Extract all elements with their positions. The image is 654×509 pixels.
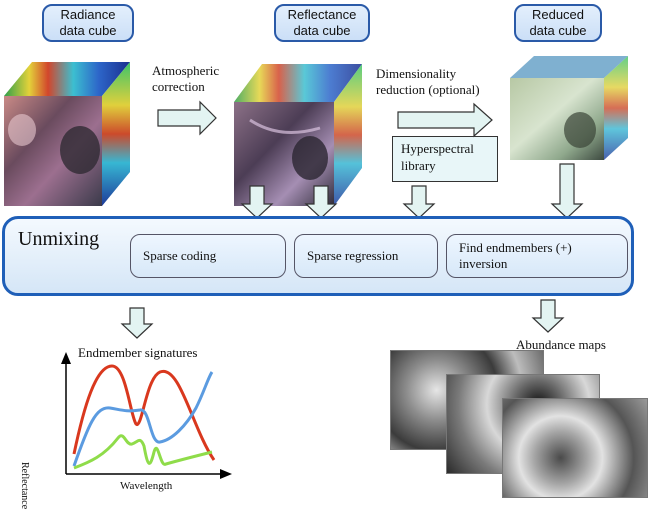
reduced-cube-label: Reduced data cube bbox=[514, 4, 602, 42]
lower-diagram bbox=[61, 299, 565, 479]
reduction-arrow bbox=[397, 102, 493, 138]
down-arrow-2 bbox=[304, 185, 338, 216]
method-find-endmembers: Find endmembers (+) inversion bbox=[446, 234, 628, 278]
reflectance-cube bbox=[234, 64, 362, 206]
abundance-arrow bbox=[531, 299, 565, 333]
method-sparse-regression: Sparse regression bbox=[294, 234, 438, 278]
signatures-ylabel: Reflectance bbox=[19, 462, 30, 509]
reflectance-cube-label: Reflectance data cube bbox=[274, 4, 370, 42]
radiance-cube-label: Radiance data cube bbox=[42, 4, 134, 42]
signatures-arrow bbox=[120, 307, 154, 339]
atmospheric-arrow bbox=[157, 100, 217, 136]
hyperspectral-library-box: Hyperspectral library bbox=[392, 136, 498, 182]
signatures-title: Endmember signatures bbox=[78, 345, 198, 360]
abundance-map-3 bbox=[502, 398, 648, 498]
down-arrow-3 bbox=[402, 185, 436, 216]
method-sparse-coding: Sparse coding bbox=[130, 234, 286, 278]
signature-axes bbox=[61, 352, 232, 479]
signature-green-curve bbox=[73, 434, 213, 470]
reduced-cube bbox=[510, 56, 628, 160]
atmospheric-correction-label: Atmospheric correction bbox=[152, 63, 220, 94]
down-arrow-1 bbox=[240, 185, 274, 216]
down-arrow-4 bbox=[550, 163, 584, 216]
radiance-cube bbox=[4, 62, 130, 206]
signature-red-curve bbox=[72, 364, 216, 461]
unmixing-title: Unmixing bbox=[18, 228, 100, 250]
cube-diagram bbox=[4, 56, 628, 216]
signature-blue-curve bbox=[72, 371, 214, 467]
dimensionality-reduction-label: Dimensionality reduction (optional) bbox=[376, 66, 480, 97]
abundance-title: Abundance maps bbox=[516, 337, 606, 352]
signatures-xlabel: Wavelength bbox=[120, 480, 173, 492]
